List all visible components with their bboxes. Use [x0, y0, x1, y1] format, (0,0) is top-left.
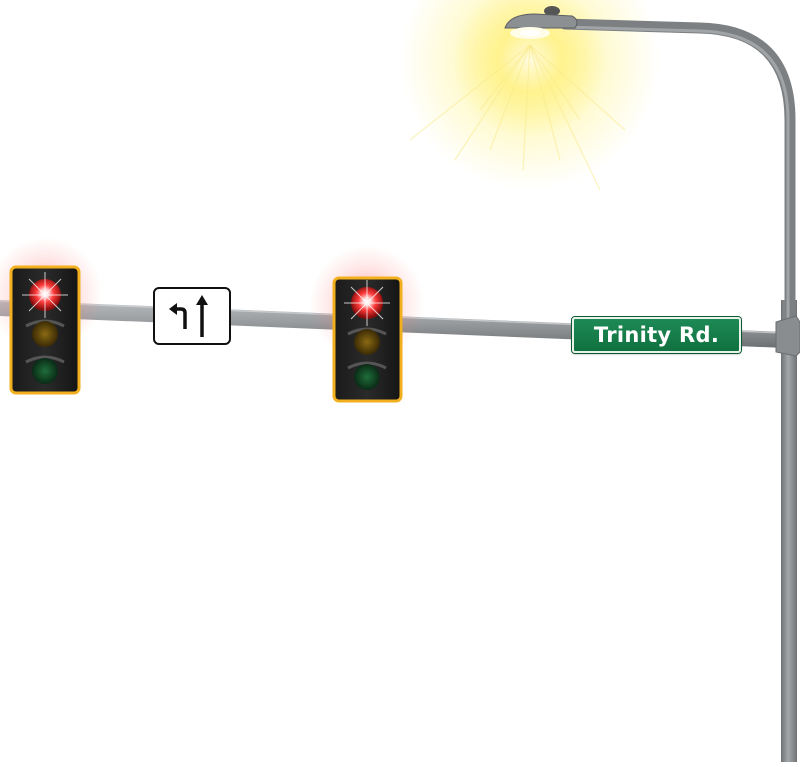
amber-lamp — [32, 321, 58, 347]
traffic-signal-left — [0, 237, 103, 395]
left-turn-arrow-icon — [169, 303, 187, 329]
visor-green — [347, 361, 387, 370]
street-light-head — [504, 6, 578, 39]
green-lamp — [354, 364, 380, 390]
red-lamp — [22, 272, 68, 318]
visor-green — [25, 355, 65, 364]
main-pole — [781, 300, 797, 762]
arm-clamp — [775, 315, 800, 357]
lane-control-sign — [153, 287, 231, 345]
street-light-glow — [400, 0, 660, 191]
red-lamp — [344, 280, 390, 326]
amber-lamp — [354, 329, 380, 355]
light-arm — [559, 18, 796, 336]
street-name-text: Trinity Rd. — [593, 323, 720, 347]
traffic-signal-center — [309, 245, 425, 403]
street-name-sign: Trinity Rd. — [572, 317, 741, 353]
straight-arrow-icon — [196, 295, 208, 337]
green-lamp — [32, 358, 58, 384]
